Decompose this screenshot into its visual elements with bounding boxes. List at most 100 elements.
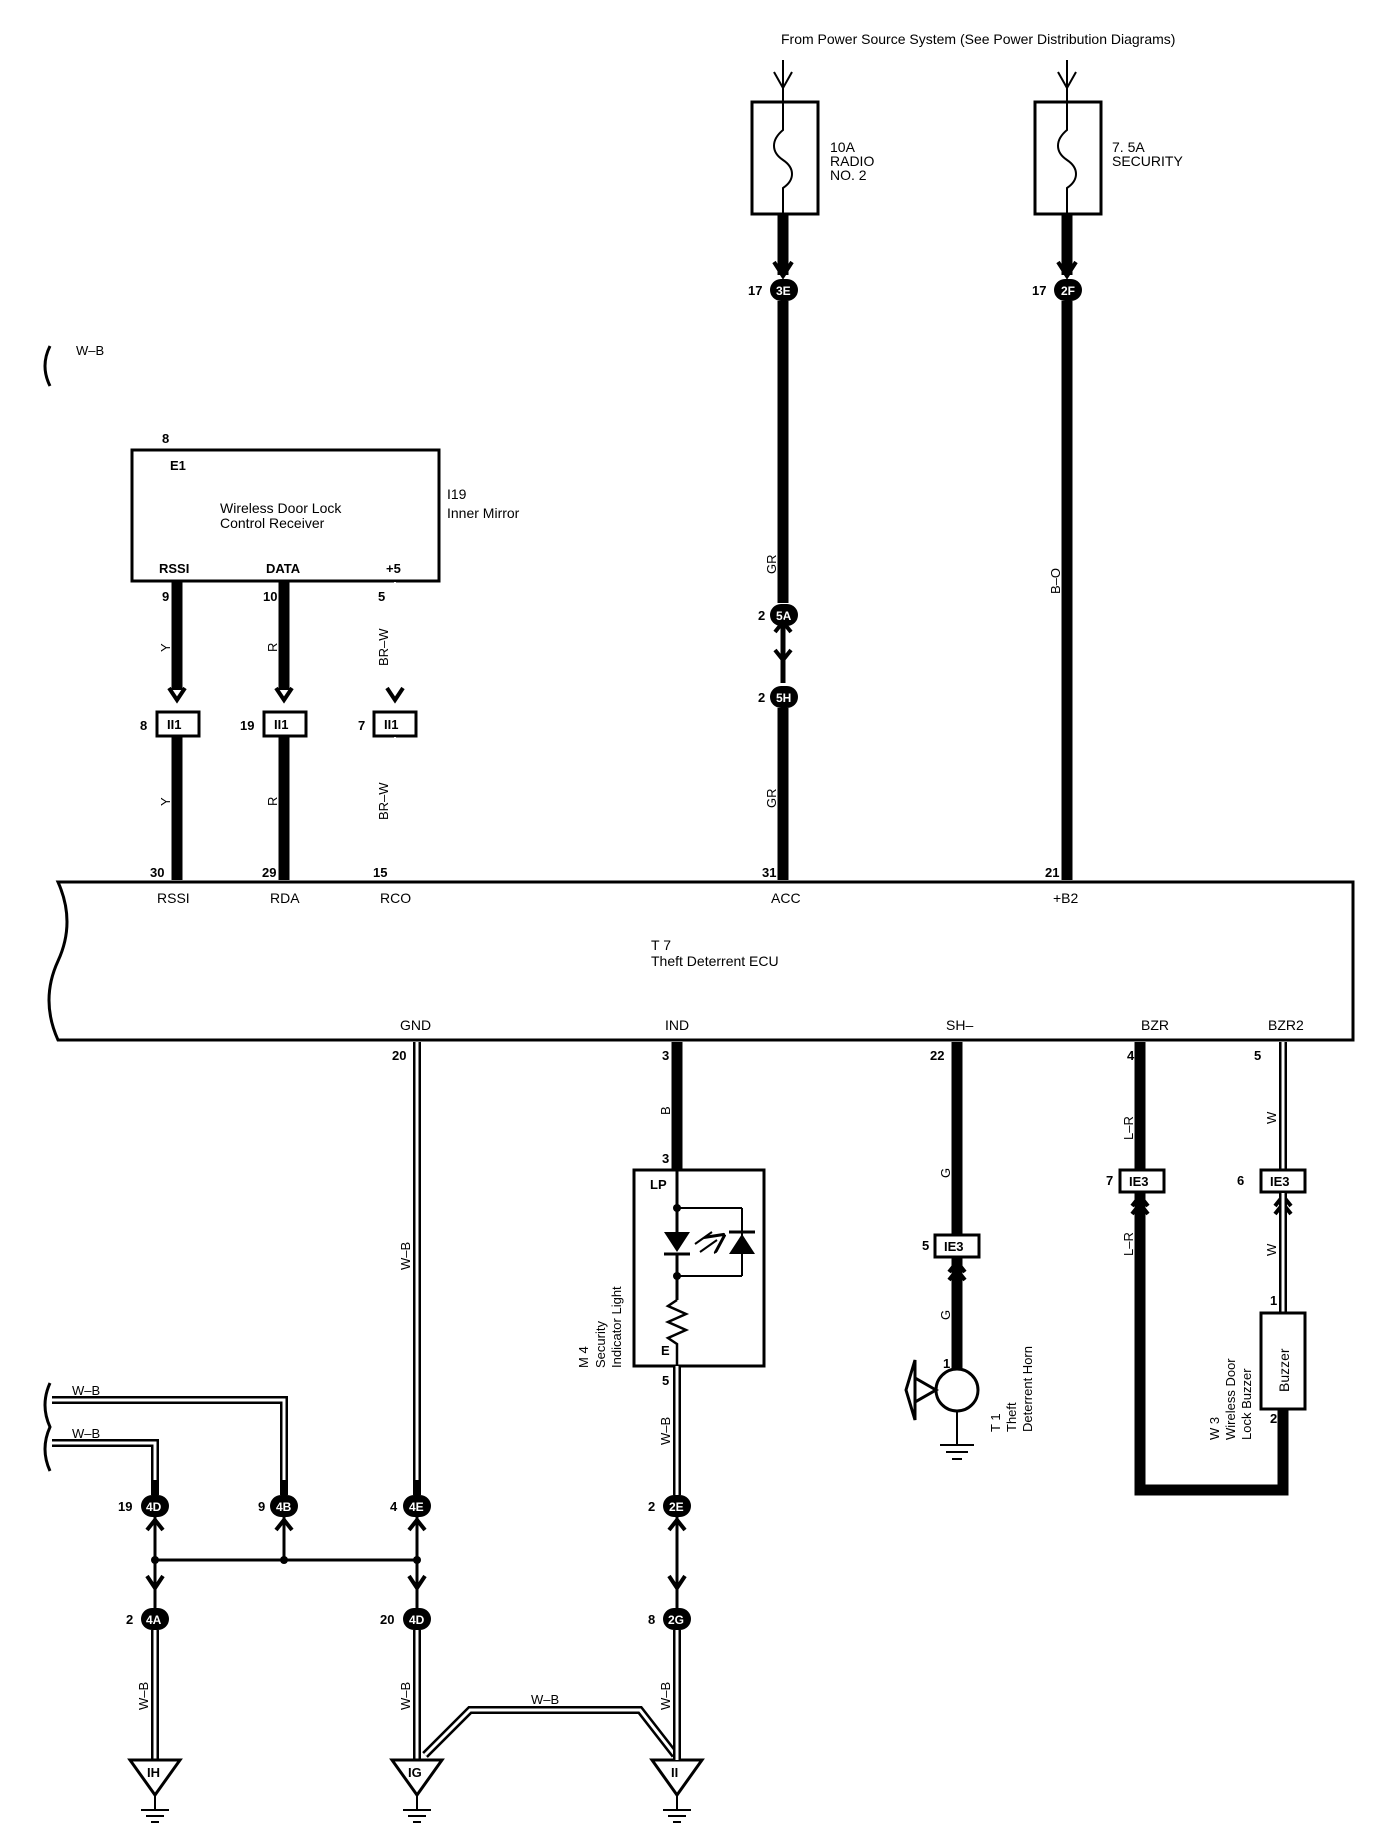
fuse2-amp: 7. 5A <box>1112 139 1145 155</box>
svg-text:4B: 4B <box>276 1500 292 1514</box>
svg-text:RSSI: RSSI <box>157 890 190 906</box>
svg-text:2: 2 <box>1270 1411 1277 1426</box>
svg-text:8: 8 <box>648 1612 655 1627</box>
svg-text:31: 31 <box>762 865 776 880</box>
svg-text:IH: IH <box>147 1765 160 1780</box>
receiver-ground-lead: W–B 8 <box>43 343 181 448</box>
svg-text:5H: 5H <box>776 691 791 705</box>
svg-text:4E: 4E <box>409 1500 424 1514</box>
connector-II1-b: 19 II1 <box>240 710 308 738</box>
svg-text:IE3: IE3 <box>1270 1174 1290 1189</box>
svg-text:W–B: W–B <box>136 1682 151 1710</box>
connector-4E: 4 4E <box>390 1495 431 1517</box>
security-indicator-light: LP E <box>632 1168 766 1368</box>
svg-text:IE3: IE3 <box>944 1239 964 1254</box>
svg-text:Indicator Light: Indicator Light <box>609 1286 624 1368</box>
connector-IE3-bzr: 7 IE3 <box>1106 1168 1166 1194</box>
svg-text:IG: IG <box>408 1765 422 1780</box>
svg-text:7: 7 <box>1106 1173 1113 1188</box>
svg-text:LP: LP <box>650 1177 667 1192</box>
svg-text:Theft Deterrent ECU: Theft Deterrent ECU <box>651 953 779 969</box>
svg-text:W–B: W–B <box>398 1682 413 1710</box>
svg-text:9: 9 <box>258 1499 265 1514</box>
svg-text:20: 20 <box>392 1048 406 1063</box>
theft-deterrent-horn <box>904 1359 980 1460</box>
connector-5H: 2 5H <box>758 686 798 708</box>
connector-IE3-bzr2: 6 IE3 <box>1237 1168 1307 1194</box>
svg-text:2E: 2E <box>669 1500 684 1514</box>
theft-deterrent-ecu: 30 29 15 31 21 RSSI RDA RCO ACC +B2 T 7 … <box>47 865 1355 1042</box>
svg-text:II1: II1 <box>384 717 398 732</box>
svg-text:II1: II1 <box>167 717 181 732</box>
svg-text:8: 8 <box>140 718 147 733</box>
connector-5A: 2 5A <box>758 604 798 626</box>
svg-text:Buzzer: Buzzer <box>1276 1348 1292 1392</box>
svg-text:17: 17 <box>1032 283 1046 298</box>
svg-text:II: II <box>671 1765 678 1780</box>
svg-text:20: 20 <box>380 1612 394 1627</box>
connector-4D-top: 19 4D <box>118 1495 169 1517</box>
svg-text:2G: 2G <box>668 1613 684 1627</box>
svg-text:1: 1 <box>943 1356 950 1371</box>
fuse1-name1: RADIO <box>830 153 874 169</box>
svg-text:10: 10 <box>263 589 277 604</box>
svg-text:7: 7 <box>358 718 365 733</box>
svg-text:W 3: W 3 <box>1207 1417 1222 1440</box>
svg-text:GR: GR <box>764 555 779 575</box>
svg-text:19: 19 <box>118 1499 132 1514</box>
connector-II1-c: 7 II1 <box>358 710 418 738</box>
svg-text:G: G <box>938 1310 953 1320</box>
svg-text:RCO: RCO <box>380 890 411 906</box>
wireless-door-lock-buzzer: Buzzer <box>1259 1311 1307 1411</box>
svg-text:II1: II1 <box>274 717 288 732</box>
svg-text:W–B: W–B <box>658 1417 673 1445</box>
connector-2E: 2 2E <box>648 1495 691 1517</box>
svg-text:5: 5 <box>1254 1048 1261 1063</box>
svg-text:5: 5 <box>662 1373 669 1388</box>
svg-text:Security: Security <box>593 1321 608 1368</box>
ground-IG: IG <box>389 1758 445 1823</box>
svg-text:W–B: W–B <box>72 1383 100 1398</box>
fuse2-name1: SECURITY <box>1112 153 1183 169</box>
svg-text:M 4: M 4 <box>576 1346 591 1368</box>
svg-text:30: 30 <box>150 865 164 880</box>
svg-text:2: 2 <box>648 1499 655 1514</box>
svg-text:2: 2 <box>758 608 765 623</box>
svg-text:4: 4 <box>1127 1048 1135 1063</box>
receiver-location: Inner Mirror <box>447 505 520 521</box>
svg-text:G: G <box>938 1168 953 1178</box>
svg-text:ACC: ACC <box>771 890 801 906</box>
svg-text:2: 2 <box>126 1612 133 1627</box>
svg-text:RSSI: RSSI <box>159 561 189 576</box>
svg-text:2F: 2F <box>1061 284 1075 298</box>
svg-text:W–B: W–B <box>531 1692 559 1707</box>
connector-4B: 9 4B <box>258 1495 298 1517</box>
svg-text:8: 8 <box>162 431 169 446</box>
svg-text:5: 5 <box>922 1238 929 1253</box>
svg-text:4: 4 <box>390 1499 398 1514</box>
svg-text:5: 5 <box>378 589 385 604</box>
svg-text:BR–W: BR–W <box>376 782 391 820</box>
svg-text:Y: Y <box>158 797 173 806</box>
fuse-security: 7. 5A SECURITY <box>1033 60 1183 216</box>
svg-text:3E: 3E <box>776 284 791 298</box>
receiver-code: I19 <box>447 486 467 502</box>
connector-2F: 17 2F <box>1032 279 1082 301</box>
svg-text:5A: 5A <box>776 609 792 623</box>
fuse1-name2: NO. 2 <box>830 167 867 183</box>
svg-text:Wireless Door: Wireless Door <box>1223 1358 1238 1440</box>
svg-text:L–R: L–R <box>1121 1116 1136 1140</box>
svg-text:W–B: W–B <box>658 1682 673 1710</box>
svg-text:Lock Buzzer: Lock Buzzer <box>1239 1368 1254 1440</box>
connector-II1-a: 8 II1 <box>140 710 201 738</box>
svg-text:+B2: +B2 <box>1053 890 1079 906</box>
svg-text:9: 9 <box>162 589 169 604</box>
svg-text:IE3: IE3 <box>1129 1174 1149 1189</box>
ground-IH: IH <box>127 1758 183 1823</box>
svg-text:4D: 4D <box>409 1613 425 1627</box>
svg-text:R: R <box>265 797 280 806</box>
svg-text:B–O: B–O <box>1048 568 1063 594</box>
svg-text:R: R <box>265 643 280 652</box>
svg-text:Y: Y <box>158 643 173 652</box>
svg-text:BZR: BZR <box>1141 1017 1169 1033</box>
